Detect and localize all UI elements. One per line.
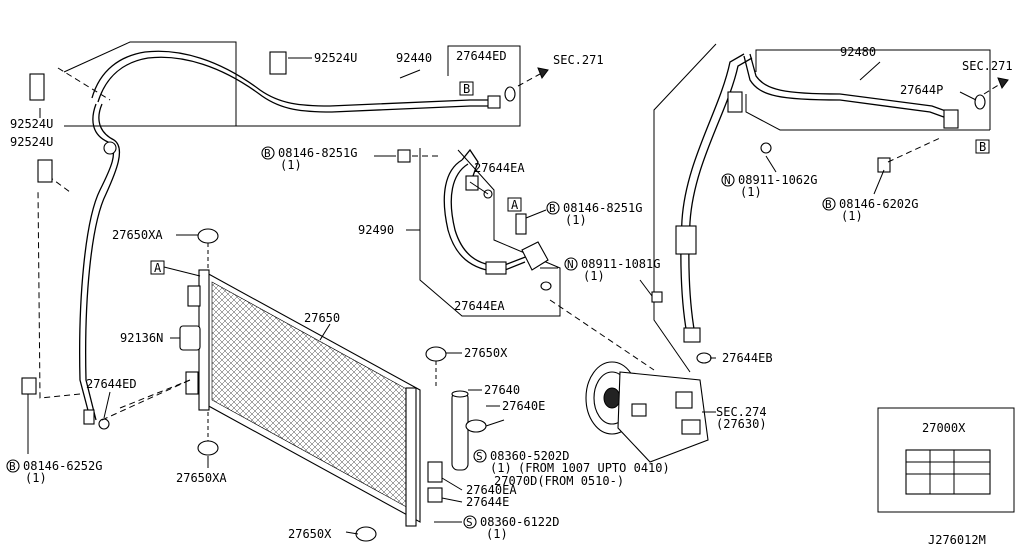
svg-text:A: A [154,261,162,275]
svg-text:(1): (1) [740,185,762,199]
label-27070d: 27070D(FROM 0510-) [494,474,624,488]
labels: 92524U 92440 27644ED SEC.271 92524U 9252… [6,45,1013,547]
label-27000x: 27000X [922,421,966,435]
callout-a-mid: A [507,197,522,212]
label-27644ea-top: 27644EA [474,161,525,175]
mount-27650xa-bottom [197,412,219,456]
svg-text:B: B [979,140,986,154]
pipe-92480-group [639,43,991,373]
label-sec274: SEC.274 [716,405,767,419]
svg-text:A: A [511,198,519,212]
svg-text:S: S [476,450,483,463]
label-27650x-bottom: 27650X [288,527,332,541]
label-92440: 92440 [396,51,432,65]
diagram-code: J276012M [928,533,986,547]
label-27644ed-bottom: 27644ED [86,377,137,391]
condenser-27650 [101,269,421,527]
callout-b-right: B [975,139,990,154]
arrow-sec271-right [983,77,1009,95]
label-27650x-top: 27650X [464,346,508,360]
svg-text:(1): (1) [565,213,587,227]
svg-text:08146-8251G: 08146-8251G [563,201,642,215]
label-box-27000x [877,407,1015,513]
label-screw-08360-5202d: S 08360-5202D (1) (FROM 1007 UPTO 0410) [473,449,670,475]
leader-lines [27,57,977,535]
label-92524u-b: 92524U [10,117,53,131]
svg-text:08360-5202D: 08360-5202D [490,449,569,463]
label-sec271-left: SEC.271 [553,53,604,67]
label-bolt-08146-8251g-b: B 08146-8251G (1) [546,201,642,227]
label-27640: 27640 [484,383,520,397]
label-bolt-08146-8251g-a: B 08146-8251G (1) [261,146,357,172]
label-27640ea: 27640EA [466,483,517,497]
compressor-27630 [585,361,716,463]
svg-text:N: N [724,174,731,187]
label-92490: 92490 [358,223,394,237]
mount-27650xa-top [197,228,219,270]
svg-text:(1): (1) [583,269,605,283]
mount-27650x-bottom [355,526,377,542]
svg-text:(1): (1) [490,461,512,475]
svg-text:S: S [466,516,473,529]
label-sec271-right: SEC.271 [962,59,1013,73]
label-bolt-08146-6252g: B 08146-6252G (1) [6,459,102,485]
label-nut-08911-1062g: N 08911-1062G (1) [721,173,817,199]
svg-text:08146-6202G: 08146-6202G [839,197,918,211]
svg-text:08146-6252G: 08146-6252G [23,459,102,473]
svg-text:N: N [567,258,574,271]
svg-text:08360-6122D: 08360-6122D [480,515,559,529]
label-27650: 27650 [304,311,340,325]
label-27650xa-bottom: 27650XA [176,471,227,485]
label-27644p: 27644P [900,83,943,97]
callout-b-left: B [459,81,474,96]
label-92480: 92480 [840,45,876,59]
receiver-27640 [427,390,505,503]
svg-text:(1): (1) [841,209,863,223]
pipe-92440-group [21,41,521,430]
svg-text:08911-1081G: 08911-1081G [581,257,660,271]
svg-text:(1): (1) [25,471,47,485]
pipe-92490-group [397,148,561,317]
label-screw-08360-6122d: S 08360-6122D (1) [463,515,559,541]
svg-text:(FROM 1007 UPTO 0410): (FROM 1007 UPTO 0410) [518,461,670,475]
label-bolt-08146-6202g: B 08146-6202G (1) [822,197,918,223]
svg-text:08911-1062G: 08911-1062G [738,173,817,187]
label-92524u-top: 92524U [314,51,357,65]
svg-text:B: B [9,460,16,473]
label-27640e: 27640E [502,399,545,413]
svg-text:08146-8251G: 08146-8251G [278,146,357,160]
svg-text:B: B [825,198,832,211]
label-27644ea-bottom: 27644EA [454,299,505,313]
label-27644ed-top: 27644ED [456,49,507,63]
svg-text:B: B [549,202,556,215]
label-nut-08911-1081g: N 08911-1081G (1) [564,257,660,283]
label-92524u-c: 92524U [10,135,53,149]
svg-text:(1): (1) [280,158,302,172]
mount-27650x-top [425,346,447,386]
svg-text:B: B [264,147,271,160]
label-27650xa-top: 27650XA [112,228,163,242]
label-27644e: 27644E [466,495,509,509]
callout-a-left: A [150,260,201,277]
label-92136n: 92136N [120,331,163,345]
arrow-sec271-left [517,67,549,87]
svg-text:B: B [463,82,470,96]
label-sec274-sub: (27630) [716,417,767,431]
svg-text:(1): (1) [486,527,508,541]
label-27644eb: 27644EB [722,351,773,365]
